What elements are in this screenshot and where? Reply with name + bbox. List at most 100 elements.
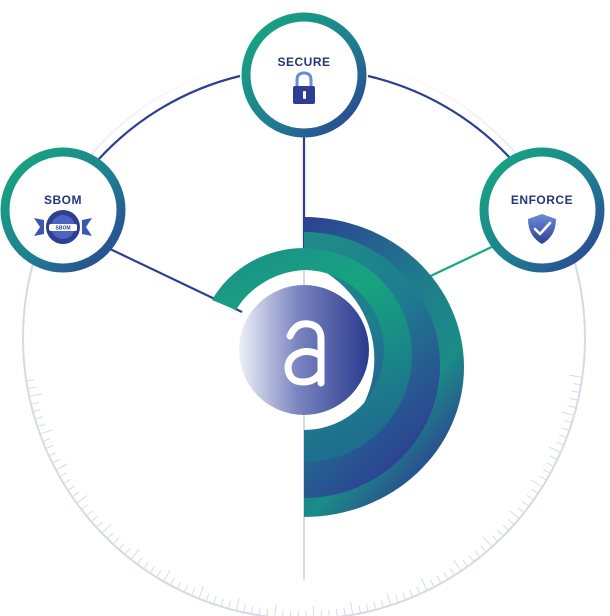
- ring-tick: [474, 550, 480, 557]
- ring-tick: [156, 570, 162, 577]
- ring-tick: [205, 593, 210, 601]
- ring-tick: [449, 568, 455, 575]
- ring-tick: [49, 452, 57, 456]
- ring-tick: [131, 548, 140, 559]
- ring-tick: [564, 420, 572, 424]
- ring-tick: [137, 557, 143, 564]
- center-logo: [239, 285, 369, 415]
- ring-tick: [373, 601, 376, 609]
- node-secure-ring: [241, 12, 367, 138]
- ring-tick: [119, 543, 125, 550]
- ring-tick: [27, 379, 35, 382]
- ring-tick: [421, 578, 428, 590]
- ring-tick: [91, 516, 98, 522]
- ring-tick: [443, 572, 448, 579]
- node-sbom-label: SBOM: [44, 193, 82, 207]
- ring-tick: [72, 491, 79, 497]
- node-enforce-label: ENFORCE: [511, 193, 573, 207]
- sbom-gear-badge-icon: SBOM: [34, 210, 92, 244]
- ring-tick: [40, 429, 53, 435]
- ring-tick: [60, 472, 67, 477]
- node-enforce-ring: [479, 147, 605, 273]
- node-sbom[interactable]: SBOM SBOM: [0, 147, 126, 273]
- connector-arcs: [97, 74, 511, 161]
- outer-ring-ticks: [27, 374, 582, 616]
- ring-tick: [531, 479, 542, 487]
- ring-tick: [31, 401, 39, 405]
- ring-tick: [198, 586, 205, 598]
- ring-tick: [343, 608, 346, 616]
- ring-tick: [102, 523, 112, 533]
- ring-tick: [38, 423, 46, 427]
- ring-tick: [335, 609, 338, 616]
- ring-tick: [568, 405, 576, 409]
- ring-tick: [453, 559, 462, 571]
- ring-tick: [502, 524, 509, 531]
- ring-tick: [170, 577, 175, 585]
- ring-tick: [96, 521, 103, 528]
- ring-tick: [113, 537, 119, 544]
- ring-tick: [409, 589, 413, 597]
- sbom-badge-label: SBOM: [56, 226, 71, 232]
- ring-tick: [107, 532, 114, 539]
- ring-tick: [184, 584, 189, 592]
- padlock-icon: [293, 71, 315, 104]
- ring-tick: [380, 599, 384, 607]
- ring-tick: [365, 603, 369, 611]
- ring-tick: [395, 595, 399, 602]
- ring-tick: [468, 555, 474, 562]
- ring-tick: [526, 494, 534, 500]
- ring-tick: [56, 463, 68, 470]
- ring-tick: [539, 475, 546, 481]
- ring-tick: [402, 592, 406, 600]
- arc-outer: [304, 217, 464, 517]
- ring-tick: [282, 610, 284, 616]
- ring-tick: [358, 605, 361, 613]
- ring-tick: [220, 598, 224, 606]
- node-secure[interactable]: SECURE: [241, 12, 367, 138]
- ring-tick: [177, 581, 182, 589]
- ring-tick: [350, 601, 354, 614]
- ring-tick: [235, 597, 240, 610]
- ring-tick: [143, 561, 149, 569]
- node-enforce[interactable]: ENFORCE: [479, 147, 605, 273]
- ring-tick: [507, 518, 514, 525]
- ring-tick: [546, 462, 554, 467]
- ring-tick: [35, 416, 43, 420]
- ring-tick: [251, 606, 254, 614]
- ring-tick: [569, 374, 582, 378]
- ring-tick: [462, 559, 468, 566]
- ring-tick: [46, 445, 54, 449]
- ring-tick: [81, 504, 89, 510]
- ring-tick: [548, 446, 561, 453]
- ring-tick: [561, 427, 569, 431]
- progress-arcs: [212, 217, 464, 517]
- ring-tick: [480, 545, 486, 552]
- ring-tick: [570, 398, 578, 401]
- node-secure-label: SECURE: [277, 55, 330, 69]
- ring-tick: [491, 535, 498, 542]
- ring-tick: [43, 438, 51, 442]
- ring-tick: [436, 576, 442, 583]
- ring-tick: [571, 390, 579, 393]
- ring-tick: [549, 455, 557, 460]
- ring-tick: [33, 409, 41, 412]
- ring-tick: [191, 587, 196, 595]
- ring-tick: [430, 579, 435, 587]
- ring-tick: [228, 600, 232, 608]
- ring-tick: [213, 596, 217, 604]
- ring-tick: [52, 458, 60, 463]
- ring-tick: [522, 501, 529, 507]
- ring-tick: [416, 586, 421, 594]
- ring-tick: [556, 441, 564, 446]
- ring-tick: [150, 566, 155, 573]
- ring-tick: [386, 592, 391, 605]
- ring-tick: [266, 608, 269, 616]
- ring-tick: [328, 609, 330, 616]
- ring-tick: [542, 469, 550, 474]
- ring-tick: [77, 495, 88, 504]
- ring-tick: [243, 604, 246, 612]
- anchore-logo-icon: [284, 320, 325, 387]
- ring-tick: [559, 434, 566, 438]
